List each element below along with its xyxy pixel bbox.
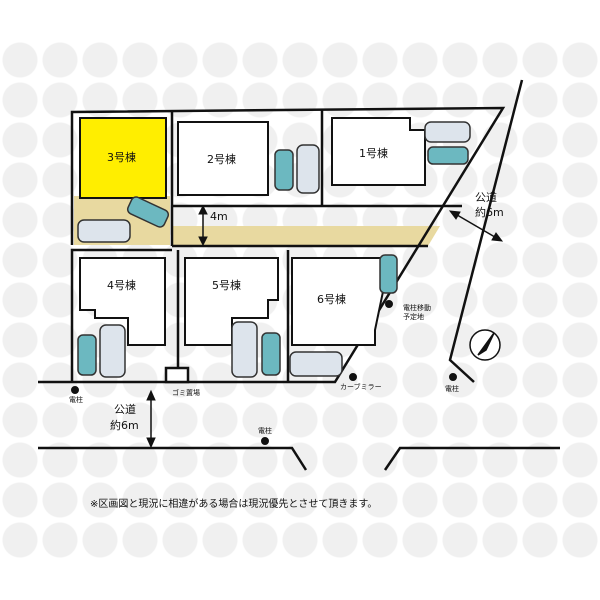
lot-boundary-top bbox=[38, 106, 506, 384]
car bbox=[231, 321, 258, 378]
car bbox=[77, 334, 97, 376]
car bbox=[296, 144, 320, 194]
pole-label: 電柱 bbox=[445, 385, 459, 393]
building-3-label: 3号棟 bbox=[107, 151, 136, 164]
north-compass bbox=[469, 329, 501, 361]
disclaimer-note: ※区画図と現況に相違がある場合は現況優先とさせて頂きます。 bbox=[90, 499, 378, 510]
building-2 bbox=[177, 121, 269, 196]
car bbox=[77, 219, 131, 243]
building-4-label: 4号棟 bbox=[107, 279, 136, 292]
garbage-area bbox=[164, 366, 190, 384]
curve-mirror-label: カーブミラー bbox=[340, 383, 382, 391]
building-4 bbox=[79, 257, 166, 346]
road-east-edge bbox=[448, 79, 524, 383]
building-3 bbox=[79, 117, 167, 199]
driveway bbox=[172, 226, 440, 246]
road-east-name: 公道 bbox=[475, 191, 497, 204]
car bbox=[289, 351, 343, 377]
car bbox=[379, 254, 398, 294]
car bbox=[424, 121, 471, 143]
pole-label: 電柱 bbox=[258, 427, 272, 435]
car bbox=[274, 149, 294, 191]
building-5-label: 5号棟 bbox=[212, 279, 241, 292]
building-6 bbox=[291, 257, 392, 346]
car bbox=[261, 332, 281, 376]
road-south-width: 約6m bbox=[110, 419, 139, 432]
pole-label: 電柱 bbox=[69, 396, 83, 404]
car bbox=[427, 146, 469, 165]
pole-relocation-label: 電柱移動予定地 bbox=[403, 304, 431, 321]
building-6-label: 6号棟 bbox=[317, 293, 346, 306]
driveway-width: 4m bbox=[210, 210, 228, 223]
garbage-area-label: ゴミ置場 bbox=[172, 389, 200, 397]
road-east-width: 約6m bbox=[475, 206, 504, 219]
building-1-label: 1号棟 bbox=[359, 147, 388, 160]
building-5 bbox=[184, 257, 279, 346]
building-2-label: 2号棟 bbox=[207, 153, 236, 166]
road-south-name: 公道 bbox=[114, 403, 136, 416]
car bbox=[126, 196, 170, 228]
road-south-edge bbox=[38, 446, 308, 471]
car bbox=[99, 324, 126, 378]
